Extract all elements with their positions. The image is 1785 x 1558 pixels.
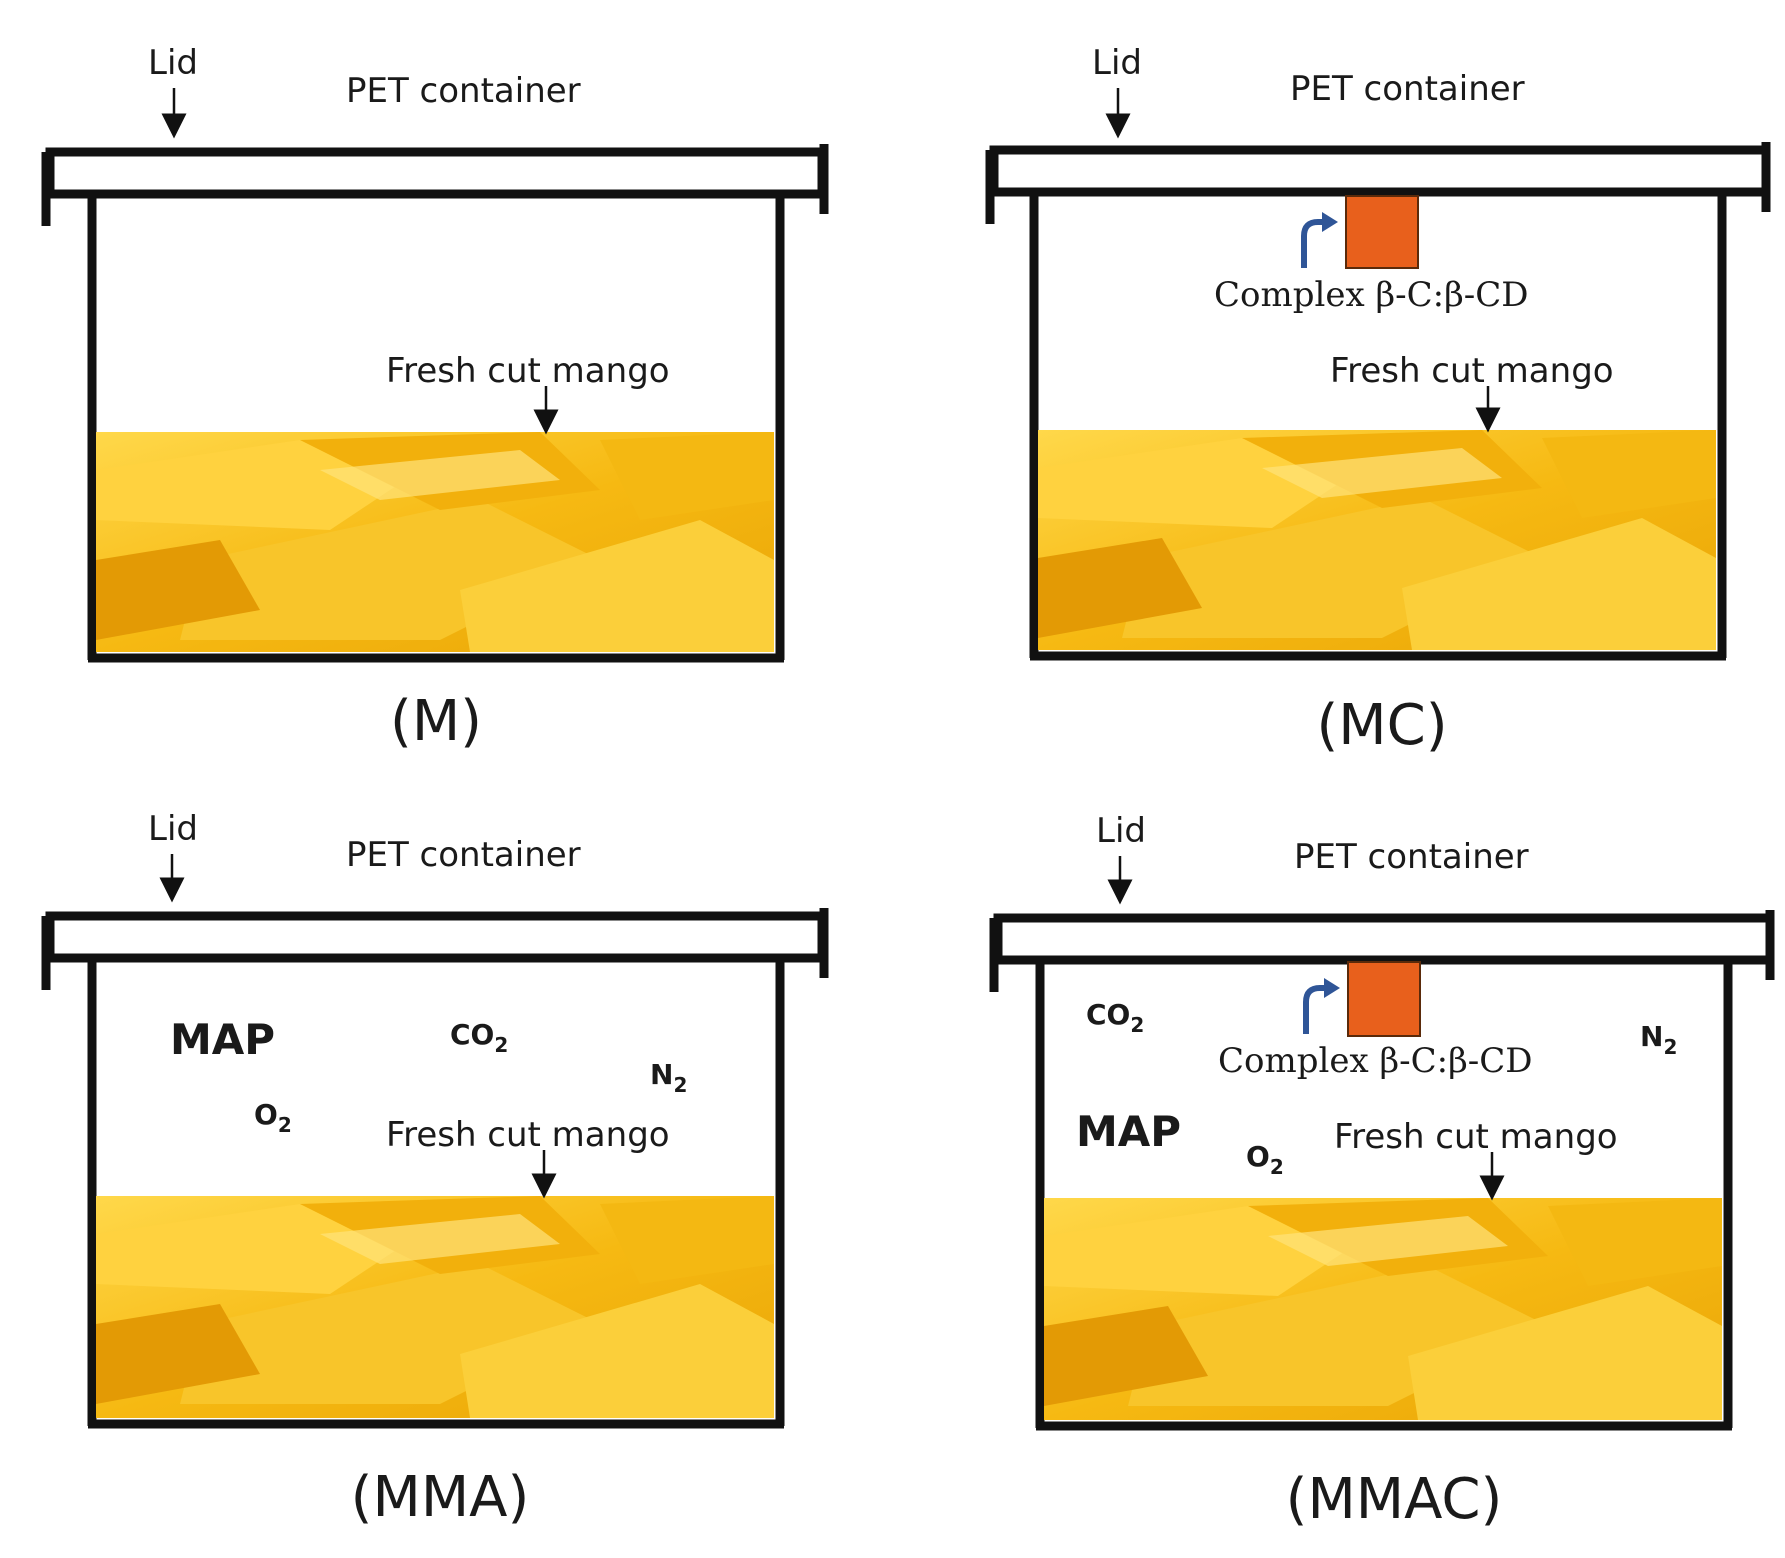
lid — [985, 142, 1771, 224]
container — [87, 960, 785, 1429]
container-label: PET container — [1290, 69, 1525, 109]
mango-label: Fresh cut mango — [386, 1115, 670, 1155]
lid-label: Lid — [1092, 43, 1142, 83]
panel-caption: (M) — [390, 689, 482, 754]
panel-mc: Lid PET container Complex β-C:β-CD Fresh — [985, 43, 1771, 758]
map-label: MAP — [170, 1015, 275, 1064]
mango-pieces — [96, 432, 774, 652]
complex-label: Complex β-C:β-CD — [1214, 275, 1529, 315]
panel-mma: Lid PET container MAP CO2 N2 O2 Fresh cu… — [41, 809, 829, 1530]
mango-pieces — [1044, 1198, 1722, 1420]
container — [87, 196, 785, 663]
curved-arrow-icon — [1303, 985, 1328, 1034]
lid-label: Lid — [148, 809, 198, 849]
panel-m: Lid PET container Fresh cut mango (M) — [41, 43, 829, 754]
complex-box — [1347, 961, 1421, 1037]
container-label: PET container — [346, 71, 581, 111]
container — [1029, 194, 1727, 661]
o2-label: O2 — [1246, 1140, 1284, 1179]
o2-label: O2 — [254, 1098, 292, 1137]
co2-label: CO2 — [1086, 998, 1144, 1037]
mango-pieces — [96, 1196, 774, 1418]
complex-box — [1345, 195, 1419, 269]
container-label: PET container — [1294, 837, 1529, 877]
lid-label: Lid — [148, 43, 198, 83]
lid — [989, 910, 1775, 992]
curved-arrow-icon — [1301, 219, 1326, 268]
lid — [41, 908, 829, 990]
container-label: PET container — [346, 835, 581, 875]
mango-label: Fresh cut mango — [386, 351, 670, 391]
panel-mmac: Lid PET container Complex β-C:β-CD CO2 N… — [989, 811, 1775, 1532]
container — [1035, 962, 1733, 1431]
mango-label: Fresh cut mango — [1334, 1117, 1618, 1157]
mango-pieces — [1038, 430, 1716, 650]
n2-label: N2 — [650, 1058, 687, 1097]
lid — [41, 144, 829, 226]
lid-label: Lid — [1096, 811, 1146, 851]
co2-label: CO2 — [450, 1018, 508, 1057]
panel-caption: (MMA) — [351, 1465, 530, 1530]
complex-label: Complex β-C:β-CD — [1218, 1041, 1533, 1081]
n2-label: N2 — [1640, 1020, 1677, 1059]
panel-caption: (MC) — [1316, 693, 1447, 758]
panel-caption: (MMAC) — [1286, 1467, 1503, 1532]
map-label: MAP — [1076, 1107, 1181, 1156]
mango-label: Fresh cut mango — [1330, 351, 1614, 391]
